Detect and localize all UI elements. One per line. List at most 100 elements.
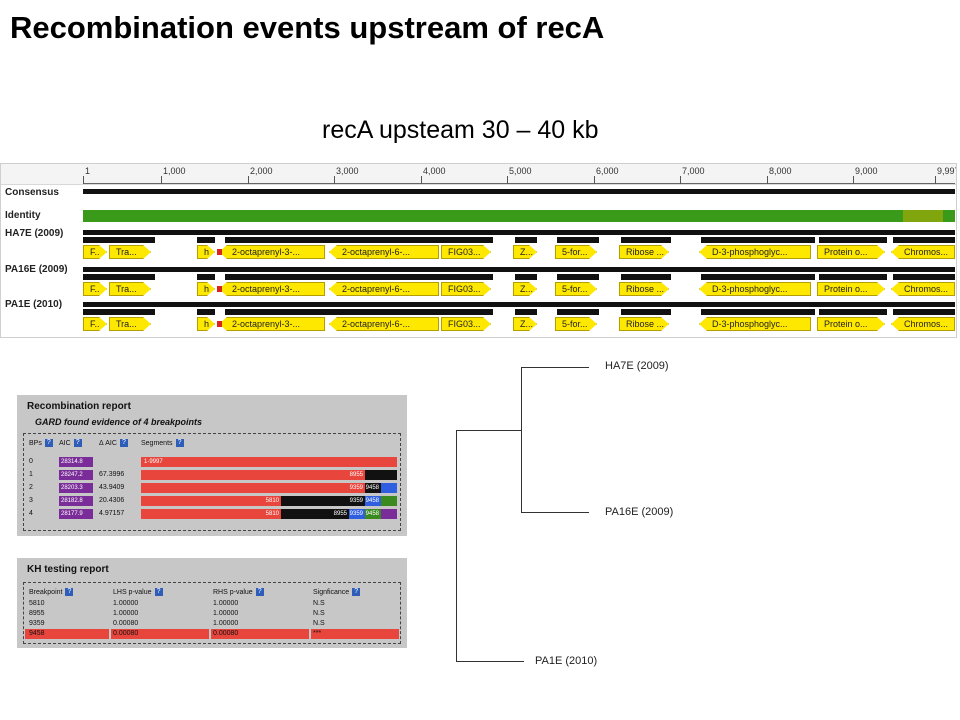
segment-bar: 8955 bbox=[281, 509, 349, 519]
segment-bar: 1-9997 bbox=[141, 457, 397, 467]
ruler-tick bbox=[334, 176, 335, 184]
kh-cell-bp: 9359 bbox=[29, 620, 45, 627]
cds-feature[interactable]: 5-for... bbox=[555, 282, 597, 296]
delta-aic-value: 43.9409 bbox=[99, 484, 125, 491]
cds-feature[interactable]: F.. bbox=[83, 282, 107, 296]
kh-cell-rhs: 0.00080 bbox=[213, 630, 239, 637]
header-breakpoint-label: Breakpoint bbox=[29, 588, 63, 596]
cds-feature[interactable]: Chromos... bbox=[891, 317, 955, 331]
feature-coverage-bar bbox=[83, 274, 155, 280]
cds-feature[interactable]: D-3-phosphoglyc... bbox=[699, 317, 811, 331]
cds-feature[interactable]: 5-for... bbox=[555, 245, 597, 259]
cds-feature[interactable]: 5-for... bbox=[555, 317, 597, 331]
ruler-tick bbox=[248, 176, 249, 184]
cds-feature[interactable]: Z... bbox=[513, 245, 537, 259]
feature-coverage-bar bbox=[333, 274, 443, 280]
tree-branch-pa1e bbox=[456, 661, 524, 662]
breakpoint-count: 3 bbox=[29, 497, 33, 504]
header-breakpoint: Breakpoint? bbox=[29, 588, 74, 596]
kh-cell-lhs: 1.00000 bbox=[113, 600, 139, 607]
help-icon[interactable]: ? bbox=[255, 588, 264, 596]
feature-coverage-bar bbox=[515, 237, 537, 243]
cds-feature[interactable]: Protein o... bbox=[817, 245, 885, 259]
row-label-consensus: Consensus bbox=[5, 187, 59, 198]
cds-feature[interactable]: Chromos... bbox=[891, 282, 955, 296]
kh-cell-lhs: 0.00080 bbox=[113, 630, 139, 637]
ruler-label: 4,000 bbox=[423, 166, 446, 176]
kh-report-title: KH testing report bbox=[27, 564, 109, 575]
cds-feature[interactable]: FIG03... bbox=[441, 282, 491, 296]
ruler-label: 9,000 bbox=[855, 166, 878, 176]
cds-feature[interactable]: Ribose ... bbox=[619, 317, 669, 331]
cds-feature[interactable]: Tra... bbox=[109, 282, 151, 296]
row-label-seq1: HA7E (2009) bbox=[5, 228, 64, 239]
help-icon[interactable]: ? bbox=[154, 588, 163, 596]
header-significance: Signficance? bbox=[313, 588, 361, 596]
feature-coverage-bar bbox=[557, 237, 599, 243]
cds-feature[interactable]: h bbox=[197, 282, 215, 296]
cds-feature[interactable]: Tra... bbox=[109, 245, 151, 259]
help-icon[interactable]: ? bbox=[175, 439, 184, 447]
cds-feature[interactable]: 2-octaprenyl-6-... bbox=[329, 317, 439, 331]
header-segments-label: Segments bbox=[141, 439, 173, 447]
help-icon[interactable]: ? bbox=[44, 439, 53, 447]
feature-coverage-bar bbox=[443, 309, 493, 315]
header-aic-label: AIC bbox=[59, 439, 71, 447]
row-label-identity: Identity bbox=[5, 210, 41, 221]
breakpoint-count: 0 bbox=[29, 458, 33, 465]
cds-feature[interactable]: 2-octaprenyl-3-... bbox=[219, 317, 325, 331]
cds-feature[interactable]: Chromos... bbox=[891, 245, 955, 259]
header-significance-label: Signficance bbox=[313, 588, 350, 596]
help-icon[interactable]: ? bbox=[352, 588, 361, 596]
cds-feature[interactable]: D-3-phosphoglyc... bbox=[699, 282, 811, 296]
cds-feature[interactable]: Z... bbox=[513, 317, 537, 331]
cds-feature[interactable]: FIG03... bbox=[441, 317, 491, 331]
cds-feature[interactable]: Z... bbox=[513, 282, 537, 296]
cds-feature[interactable]: Ribose ... bbox=[619, 282, 669, 296]
tree-branch-pa16e bbox=[521, 512, 589, 513]
ruler-strip bbox=[1, 164, 956, 185]
cds-feature[interactable]: 2-octaprenyl-3-... bbox=[219, 282, 325, 296]
cds-feature[interactable]: FIG03... bbox=[441, 245, 491, 259]
cds-feature[interactable]: h bbox=[197, 317, 215, 331]
cds-feature[interactable]: 2-octaprenyl-6-... bbox=[329, 282, 439, 296]
seq1-track[interactable] bbox=[83, 230, 955, 235]
aic-value: 28314.8 bbox=[59, 457, 93, 467]
segment-bar: 9458 bbox=[365, 483, 381, 493]
cds-feature[interactable]: F.. bbox=[83, 245, 107, 259]
cds-feature[interactable]: Protein o... bbox=[817, 282, 885, 296]
kh-cell-rhs: 1.00000 bbox=[213, 620, 239, 627]
identity-track[interactable] bbox=[83, 210, 955, 222]
help-icon[interactable]: ? bbox=[65, 588, 74, 596]
seq2-feature-coverage bbox=[83, 274, 955, 280]
cds-feature[interactable]: Ribose ... bbox=[619, 245, 669, 259]
seq3-track[interactable] bbox=[83, 302, 955, 307]
segment-bar: 8955 bbox=[141, 470, 365, 480]
tree-inner-vertical bbox=[521, 367, 522, 513]
ruler-label: 3,000 bbox=[336, 166, 359, 176]
segment-bar bbox=[381, 483, 397, 493]
kh-cell-lhs: 1.00000 bbox=[113, 610, 139, 617]
feature-coverage-bar bbox=[197, 237, 215, 243]
cds-feature[interactable]: Protein o... bbox=[817, 317, 885, 331]
kh-cell-bp: 9458 bbox=[29, 630, 45, 637]
ruler-label: 1 bbox=[85, 166, 91, 176]
segment-bar: 9359 bbox=[141, 483, 365, 493]
cds-feature[interactable]: F.. bbox=[83, 317, 107, 331]
cds-feature[interactable]: 2-octaprenyl-6-... bbox=[329, 245, 439, 259]
seq2-track[interactable] bbox=[83, 267, 955, 272]
cds-feature[interactable]: D-3-phosphoglyc... bbox=[699, 245, 811, 259]
cds-feature[interactable]: 2-octaprenyl-3-... bbox=[219, 245, 325, 259]
consensus-track[interactable] bbox=[83, 189, 955, 194]
segment-bar: 9359 bbox=[349, 509, 365, 519]
help-icon[interactable]: ? bbox=[73, 439, 82, 447]
cds-feature[interactable]: Tra... bbox=[109, 317, 151, 331]
ruler-tick bbox=[767, 176, 768, 184]
cds-feature[interactable]: h bbox=[197, 245, 215, 259]
kh-cell-lhs: 0.00080 bbox=[113, 620, 139, 627]
feature-coverage-bar bbox=[333, 309, 443, 315]
help-icon[interactable]: ? bbox=[119, 439, 128, 447]
feature-coverage-bar bbox=[225, 274, 333, 280]
